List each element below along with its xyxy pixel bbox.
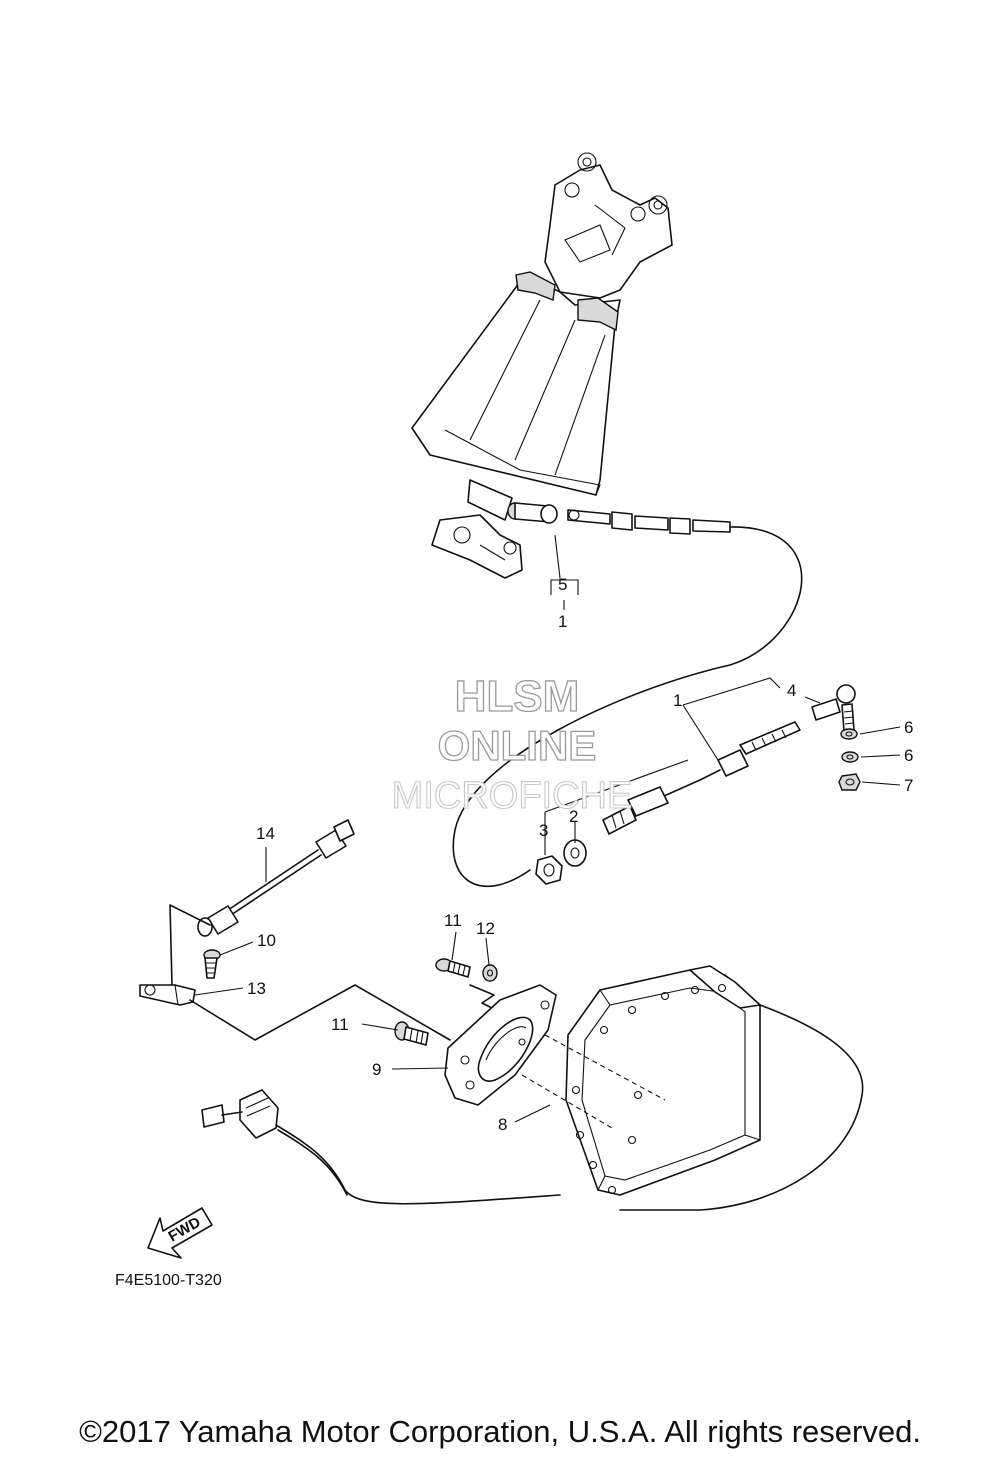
callout-2: 2	[569, 807, 578, 826]
steering-cable-loop	[452, 526, 803, 888]
nut-part-3	[535, 855, 563, 885]
copyright-footer: ©2017 Yamaha Motor Corporation, U.S.A. A…	[79, 1414, 921, 1449]
washer-part-6	[840, 728, 858, 740]
gasket-plate-part-9	[444, 984, 557, 1106]
bracket-part-13	[139, 984, 196, 1006]
callout-labels: 5 1 1 4 6 6 7 3 2 14 10 13 11 12 11 9 8	[247, 575, 913, 1134]
upper-cable-end	[567, 509, 731, 535]
callout-1-upper: 1	[558, 612, 567, 631]
callout-4: 4	[787, 681, 796, 700]
bolt-part-11-lower	[394, 1021, 429, 1046]
callout-6b: 6	[904, 746, 913, 765]
watermark-line-3: MICROFICHE	[392, 775, 633, 817]
washer-part-6b	[841, 751, 859, 763]
callout-3: 3	[539, 821, 548, 840]
watermark: HLSM ONLINE MICROFICHE	[391, 671, 633, 817]
callout-6a: 6	[904, 718, 913, 737]
sensor-lead-part-14	[197, 819, 355, 937]
nozzle-housing-drawing	[411, 152, 673, 579]
callout-13: 13	[247, 979, 266, 998]
bolt-routing-line	[469, 984, 495, 1009]
ball-joint-part-4	[811, 684, 856, 732]
callout-11-lower: 11	[331, 1015, 349, 1034]
fwd-arrow-icon: FWD	[147, 1207, 213, 1259]
callout-1-lower: 1	[673, 691, 682, 710]
callout-5: 5	[558, 575, 567, 594]
leader-lines	[194, 534, 901, 1123]
nut-part-7	[838, 773, 861, 791]
washer-part-2	[563, 839, 587, 867]
wire-harness	[201, 1089, 561, 1205]
callout-12: 12	[476, 919, 495, 938]
steering-cable-part-1	[602, 721, 801, 835]
washer-part-12	[482, 964, 498, 982]
bolt-part-11-upper	[435, 958, 471, 978]
callout-14: 14	[256, 824, 275, 843]
callout-11-upper: 11	[444, 911, 462, 930]
cover-box-part-8	[521, 965, 864, 1211]
callout-10: 10	[257, 931, 276, 950]
screw-part-10	[203, 949, 221, 979]
figure-code: F4E5100-T320	[115, 1272, 222, 1289]
cable-joint-part-5	[507, 502, 558, 524]
callout-9: 9	[372, 1060, 381, 1079]
callout-8: 8	[498, 1115, 507, 1134]
bracket-routing-line	[169, 904, 451, 1041]
callout-7: 7	[904, 776, 913, 795]
watermark-line-1: HLSM	[455, 672, 580, 721]
watermark-line-2: ONLINE	[438, 722, 597, 769]
